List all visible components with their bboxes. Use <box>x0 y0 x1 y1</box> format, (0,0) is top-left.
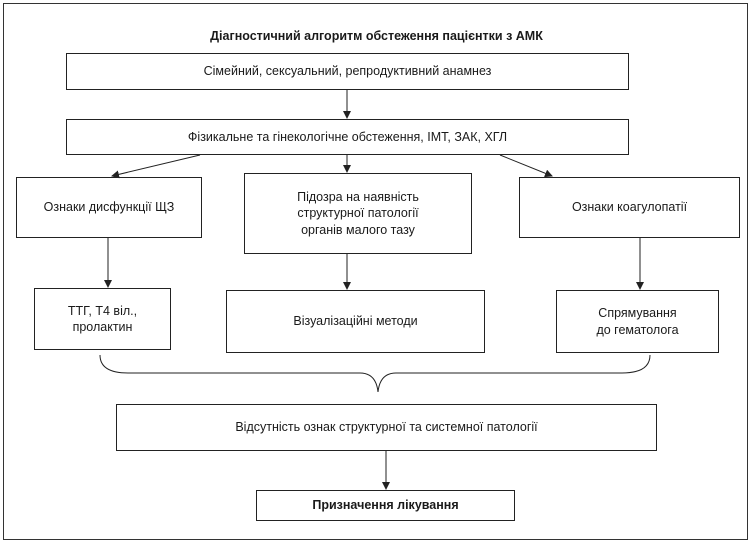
arrow-exam-to-coagulopathy <box>499 154 553 178</box>
arrow-exam-to-thyroid-signs <box>111 154 201 179</box>
node-exam: Фізикальне та гінекологічне обстеження, … <box>66 119 629 155</box>
node-thyroid-signs: Ознаки дисфункції ЩЗ <box>16 177 202 238</box>
brace-grouping <box>99 354 651 393</box>
diagram-title: Діагностичний алгоритм обстеження пацієн… <box>210 29 543 43</box>
node-structural-suspicion: Підозра на наявність структурної патолог… <box>244 173 472 254</box>
node-imaging: Візуалізаційні методи <box>226 290 485 353</box>
node-thyroid-tests: ТТГ, Т4 віл., пролактин <box>34 288 171 350</box>
node-hematology-referral: Спрямування до гематолога <box>556 290 719 353</box>
diagram-frame <box>3 3 748 540</box>
node-anamnesis: Сімейний, сексуальний, репродуктивний ан… <box>66 53 629 90</box>
node-no-pathology: Відсутність ознак структурної та системн… <box>116 404 657 451</box>
node-coagulopathy-signs: Ознаки коагулопатії <box>519 177 740 238</box>
node-treatment: Призначення лікування <box>256 490 515 521</box>
